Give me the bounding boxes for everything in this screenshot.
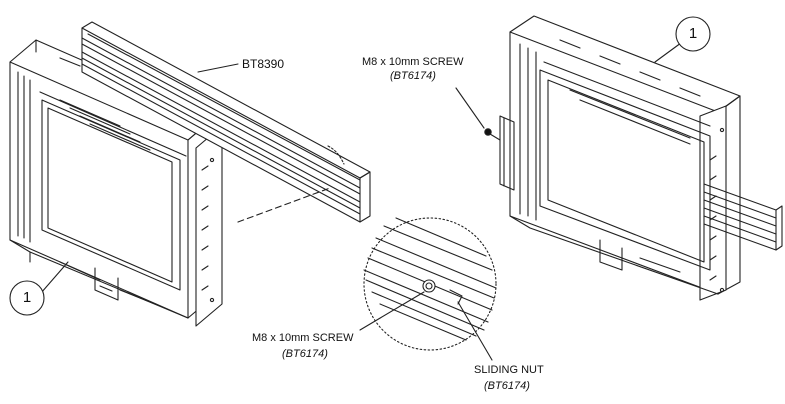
callout-left-leader — [40, 261, 69, 294]
left-frame — [9, 39, 223, 327]
callout-left-number: 1 — [22, 289, 32, 306]
sliding-nut-label: SLIDING NUT — [474, 364, 544, 376]
right-rail — [499, 115, 783, 251]
rail-leader — [197, 63, 239, 73]
callout-right-number: 1 — [688, 25, 698, 42]
right-frame — [509, 15, 741, 301]
callout-left-circle — [9, 280, 45, 316]
nut-leader — [457, 301, 493, 361]
screw-bottom-leader — [359, 291, 425, 331]
screw-bottom-code: (BT6174) — [282, 348, 328, 360]
screw-top-label: M8 x 10mm SCREW — [362, 56, 464, 68]
rail-part-label: BT8390 — [242, 57, 285, 71]
screw-top-icon — [484, 128, 492, 136]
rail-bt8390 — [81, 21, 371, 223]
screw-top-code: (BT6174) — [390, 70, 436, 82]
screw-top-leader — [455, 87, 485, 129]
detail-circle — [363, 217, 497, 351]
sliding-nut-code: (BT6174) — [484, 380, 530, 392]
callout-right-circle — [675, 16, 711, 52]
screw-bottom-label: M8 x 10mm SCREW — [252, 332, 354, 344]
